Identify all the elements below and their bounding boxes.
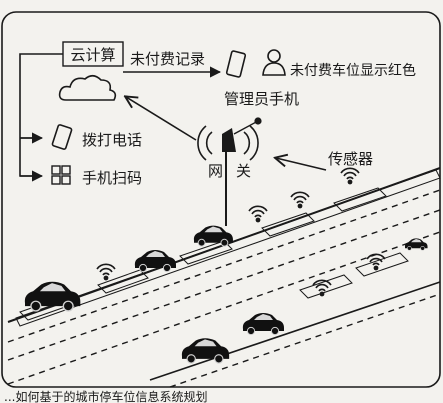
wifi-signal-icon	[96, 263, 116, 282]
wifi-signal-icon	[290, 191, 310, 210]
wifi-signal-icon	[340, 167, 360, 186]
smartphone-icon	[225, 50, 247, 78]
smartphone-icon	[51, 124, 73, 150]
car-icon	[181, 337, 230, 364]
arrow-gateway-to-cloud	[126, 97, 197, 141]
windows-grid-icon	[51, 165, 71, 185]
car-icon	[404, 238, 428, 251]
arrow-sensor-to-gateway	[276, 158, 327, 171]
wifi-signal-icon	[248, 205, 268, 224]
car-icon	[193, 225, 234, 247]
car-icon	[242, 312, 285, 336]
cloud-icon	[58, 74, 117, 101]
gateway-antenna-icon	[197, 117, 262, 226]
cloud-computing-label: 云计算	[70, 46, 115, 64]
unpaid-space-red-label: 未付费车位显示红色	[290, 62, 416, 79]
unpaid-record-label: 未付费记录	[130, 50, 205, 68]
outer-frame	[1, 11, 441, 388]
bracket-lines	[19, 53, 63, 177]
bottom-caption: ...如何基于的城市停车位信息系统规划	[4, 389, 207, 403]
wifi-signal-icon	[366, 253, 386, 272]
phone-scan-label: 手机扫码	[82, 169, 142, 187]
manager-phone-label: 管理员手机	[224, 90, 299, 108]
user-icon	[262, 49, 286, 76]
gateway-label-1: 网	[208, 162, 223, 180]
dial-call-label: 拨打电话	[82, 131, 142, 149]
sensor-label: 传感器	[328, 150, 373, 168]
gateway-label-2: 关	[236, 162, 251, 180]
